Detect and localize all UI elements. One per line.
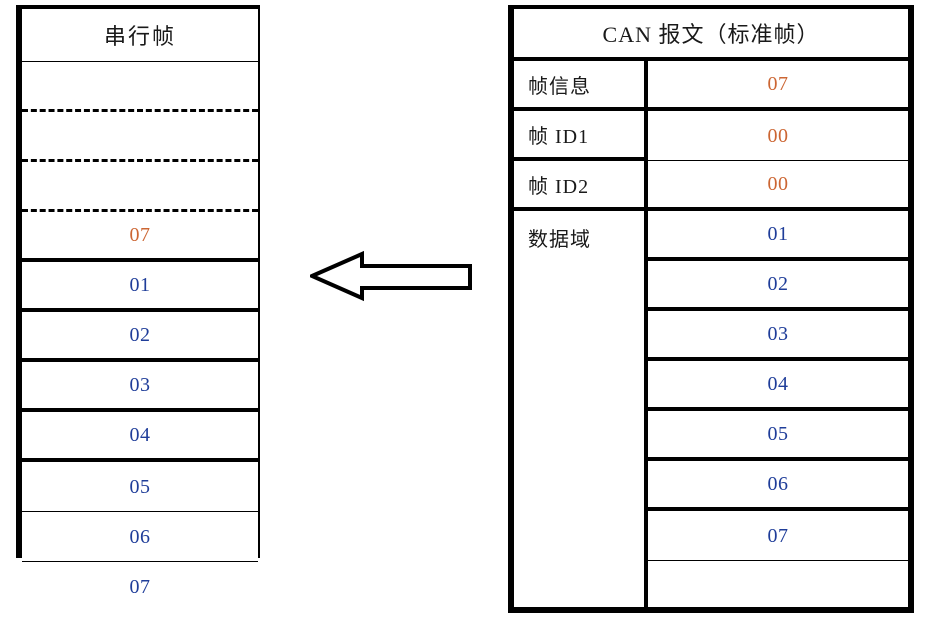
can-value: 05 xyxy=(767,423,789,445)
can-label-column: 帧信息 帧 ID1 帧 ID2 数据域 xyxy=(514,61,648,609)
can-value: 00 xyxy=(767,124,789,147)
can-value-row: 03 xyxy=(648,311,908,361)
can-value-row: 00 xyxy=(648,161,908,211)
serial-frame-row: 01 xyxy=(22,262,258,312)
can-value: 07 xyxy=(767,524,789,547)
can-value-row: 07 xyxy=(648,61,908,111)
can-value-row: 02 xyxy=(648,261,908,311)
can-value: 06 xyxy=(767,473,789,495)
serial-frame-value: 07 xyxy=(129,224,151,246)
can-label-frame-info: 帧信息 xyxy=(514,61,644,111)
can-value: 02 xyxy=(767,273,789,295)
can-label-frame-id1: 帧 ID1 xyxy=(514,111,644,161)
serial-frame-row: 04 xyxy=(22,412,258,462)
serial-frame-value: 02 xyxy=(129,324,151,346)
can-value: 04 xyxy=(767,373,789,395)
serial-frame-row: 06 xyxy=(22,512,258,562)
can-value-row: 05 xyxy=(648,411,908,461)
serial-frame-row: 07 xyxy=(22,562,258,612)
left-block-arrow-icon xyxy=(307,250,472,302)
can-value-row: 01 xyxy=(648,211,908,261)
serial-frame-title: 串行帧 xyxy=(22,9,258,62)
can-value-row: 07 xyxy=(648,511,908,561)
can-value: 03 xyxy=(767,323,789,345)
serial-frame-value: 05 xyxy=(129,475,151,498)
serial-frame-placeholder-row xyxy=(22,62,258,112)
can-value: 01 xyxy=(767,223,789,245)
serial-frame-table: 串行帧 07 01 02 03 04 05 06 07 xyxy=(16,5,260,612)
serial-frame-value: 06 xyxy=(129,525,151,548)
can-message-table: CAN 报文（标准帧） 帧信息 帧 ID1 帧 ID2 数据域 07 00 00… xyxy=(508,5,914,613)
serial-frame-value: 07 xyxy=(129,576,151,598)
serial-frame-row: 07 xyxy=(22,212,258,262)
can-label-frame-id2: 帧 ID2 xyxy=(514,161,644,211)
serial-frame-value: 01 xyxy=(129,274,151,296)
can-value: 07 xyxy=(767,73,789,95)
can-message-title: CAN 报文（标准帧） xyxy=(514,9,908,61)
serial-frame-value: 04 xyxy=(129,424,151,446)
serial-frame-value: 03 xyxy=(129,374,151,396)
serial-frame-placeholder-row xyxy=(22,112,258,162)
can-value: 00 xyxy=(767,173,789,195)
serial-frame-row: 03 xyxy=(22,362,258,412)
serial-frame-row: 02 xyxy=(22,312,258,362)
can-message-body: 帧信息 帧 ID1 帧 ID2 数据域 07 00 00 01 02 03 xyxy=(514,61,908,609)
can-value-row: 04 xyxy=(648,361,908,411)
can-value-column: 07 00 00 01 02 03 04 05 xyxy=(648,61,908,609)
can-value-row: 06 xyxy=(648,461,908,511)
can-value-row: 00 xyxy=(648,111,908,161)
serial-frame-placeholder-row xyxy=(22,162,258,212)
can-value-row-empty xyxy=(648,561,908,611)
serial-frame-row: 05 xyxy=(22,462,258,512)
can-label-data-field: 数据域 xyxy=(528,229,591,251)
